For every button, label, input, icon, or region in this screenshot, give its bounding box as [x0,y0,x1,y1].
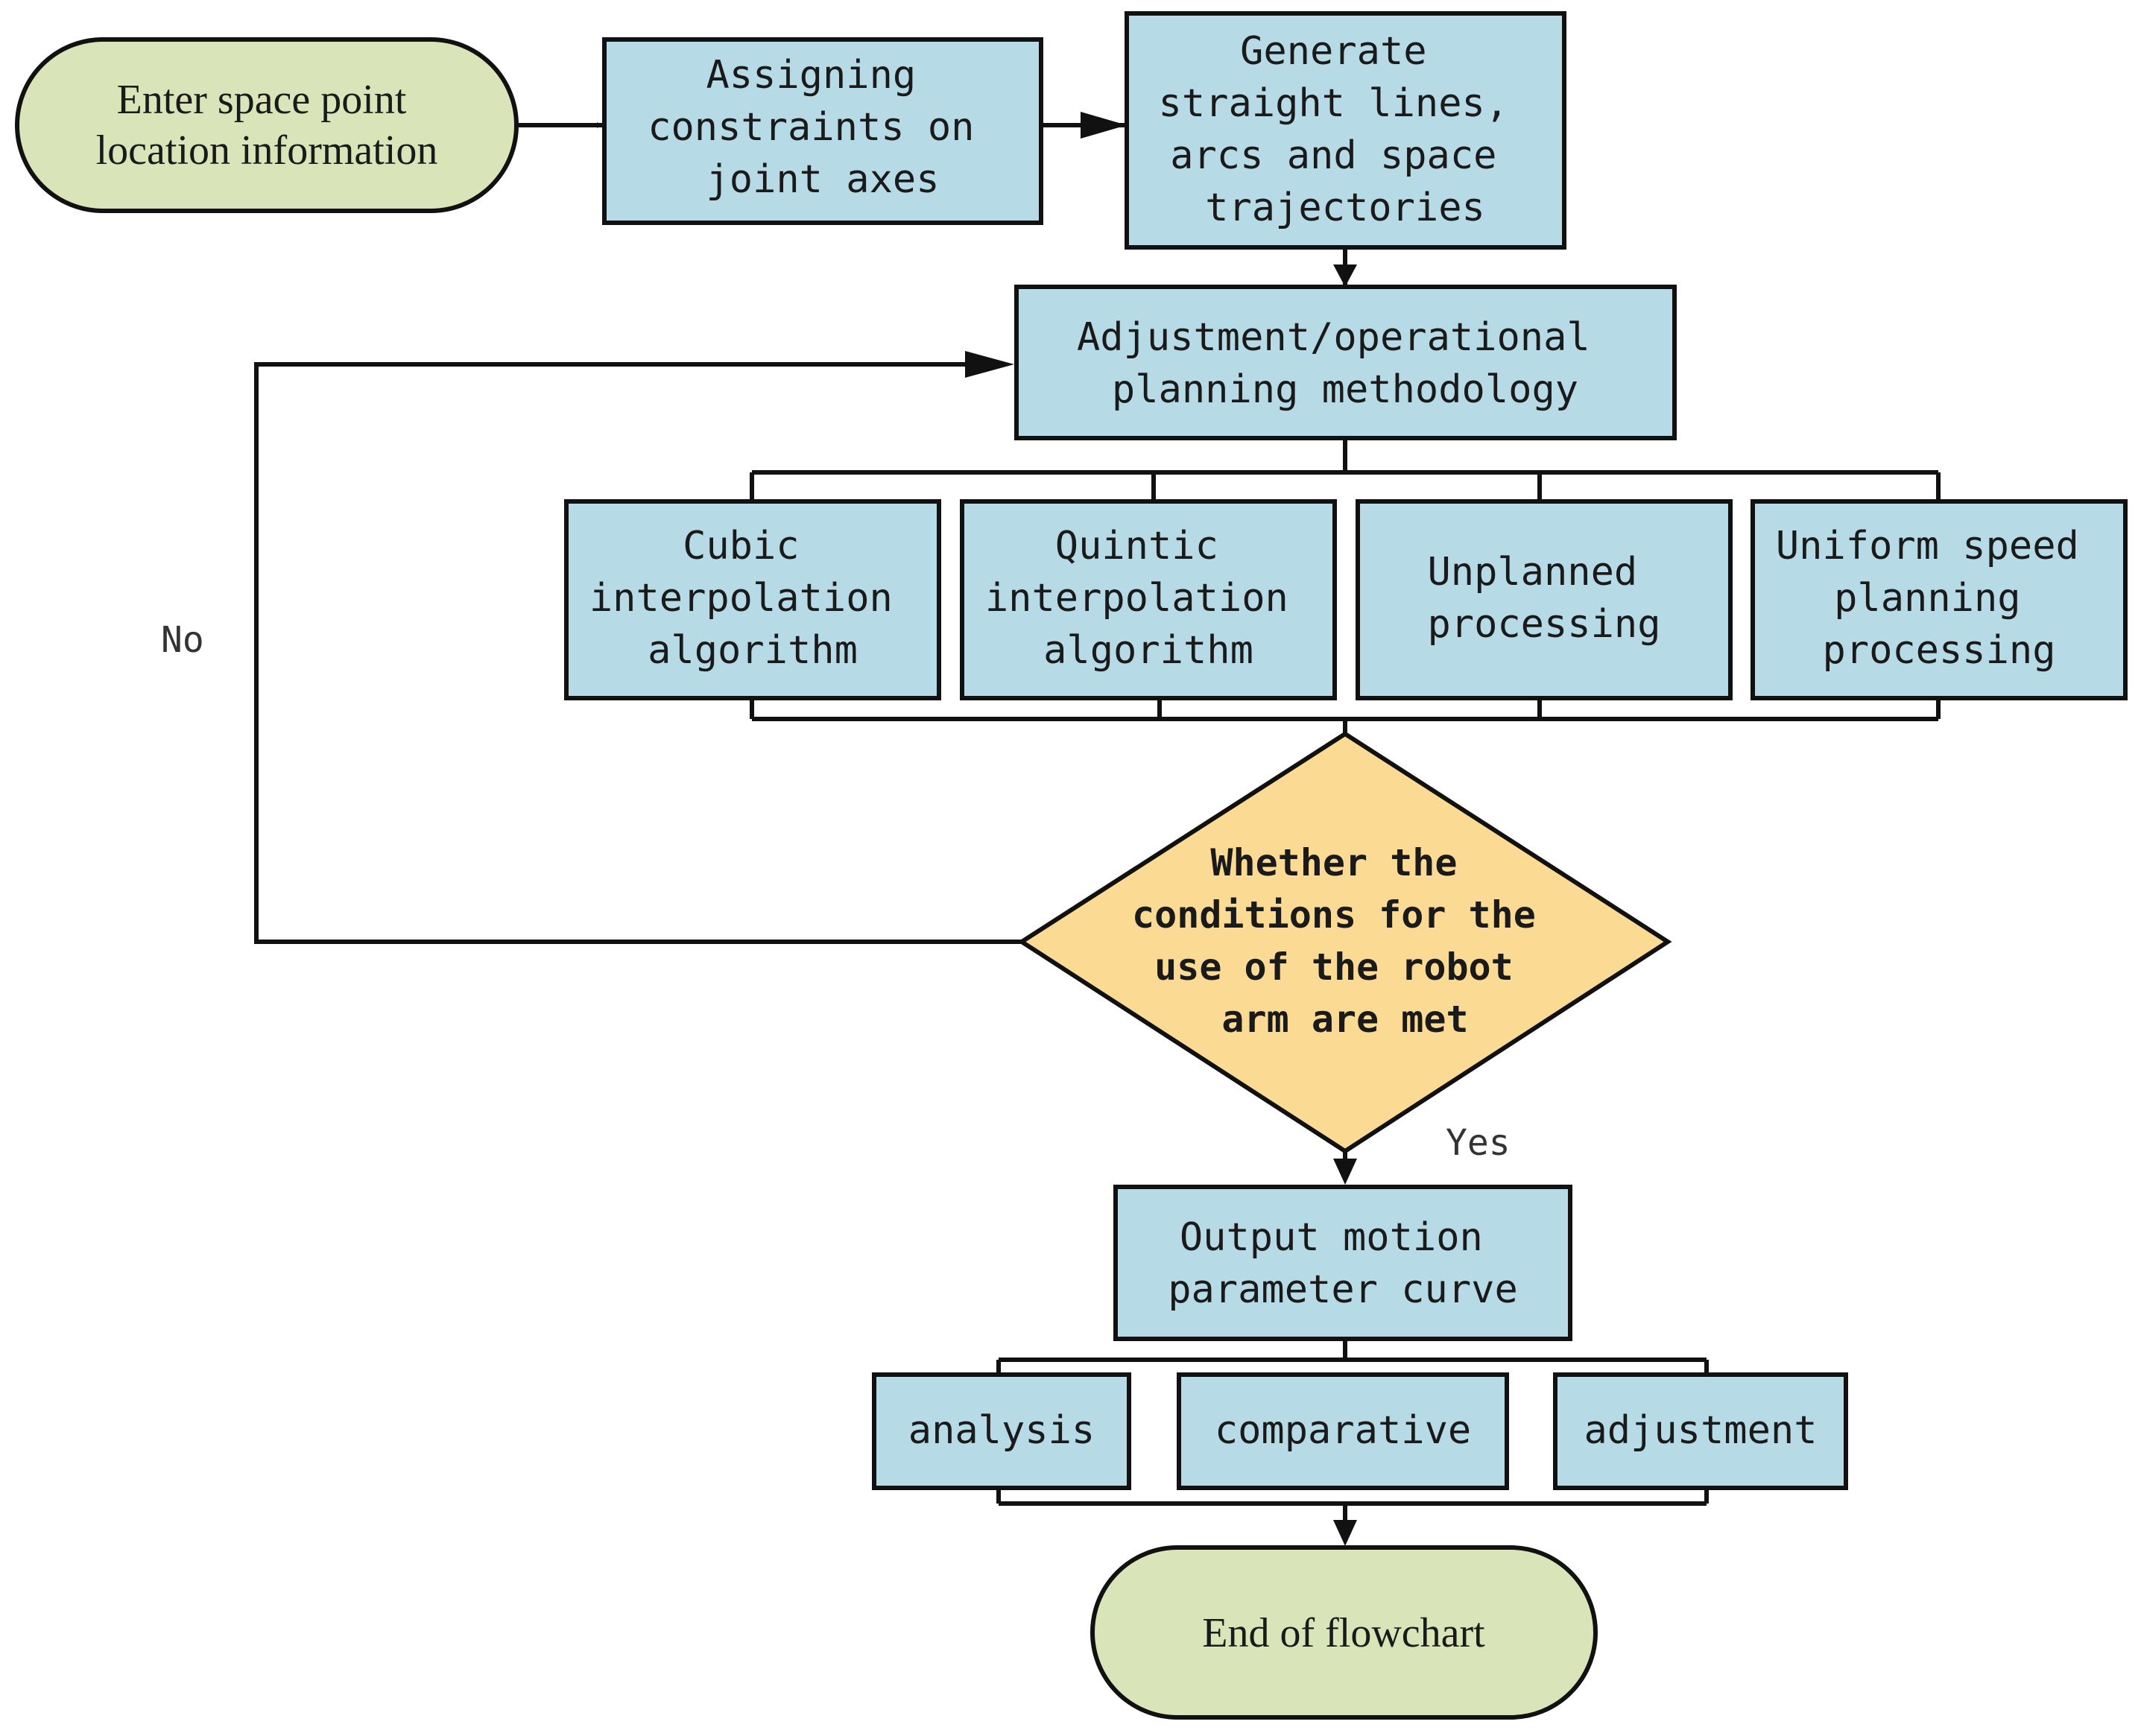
results-bottom-bus [996,1488,1709,1506]
arrowhead-output [1333,1159,1357,1185]
output-line-2: parameter curve [1168,1267,1518,1312]
start-line-1: Enter space point [117,77,407,123]
results-top-bus [996,1358,1709,1375]
adjustment-box: adjustment [1553,1372,1848,1490]
bottom-bus [750,698,1941,721]
end-terminal: End of flowchart [1090,1545,1598,1720]
decision-line-2: conditions for the [1132,893,1536,937]
generate-line-4: trajectories [1205,186,1485,230]
arrowhead-adjust [1333,264,1357,287]
cubic-box: Cubic interpolation algorithm [564,499,941,700]
start-line-2: location information [96,127,438,174]
svg-text:Quintic interpolation: Quintic interpolation algorithm [985,524,1312,673]
comparative-box: comparative [1177,1372,1509,1490]
label-no: No [161,619,204,661]
start-terminal: Enter space point location information [15,37,519,213]
svg-text:Generate straight lines,: Generate straight lines, arcs and space … [1159,29,1532,230]
svg-text:Uniform speed planning: Uniform speed planning processing [1776,524,2102,673]
cubic-line-2: interpolation [589,576,893,621]
generate-line-1: Generate [1240,29,1426,74]
uniform-box: Uniform speed planning processing [1751,499,2128,700]
adjustment-label: adjustment [1584,1408,1817,1453]
assign-box: Assigning constraints on joint axes [602,37,1043,225]
svg-text:Cubic interpolation: Cubic interpolation algorithm [589,524,916,673]
adjust-box: Adjustment/operational planning methodol… [1014,285,1677,440]
assign-line-3: joint axes [706,157,939,202]
uniform-line-1: Uniform speed [1776,524,2079,568]
svg-text:Adjustment/operational p: Adjustment/operational planning methodol… [1077,315,1613,412]
adjust-line-2: planning methodology [1112,367,1578,412]
decision-line-4: arm are met [1221,998,1468,1041]
end-label: End of flowchart [1202,1610,1485,1656]
unplanned-box: Unplanned processing [1356,499,1733,700]
uniform-line-2: planning [1834,576,2020,621]
uniform-line-3: processing [1822,628,2055,673]
quintic-line-2: interpolation [985,576,1288,621]
generate-box: Generate straight lines, arcs and space … [1125,11,1566,250]
arrowhead-end [1333,1520,1357,1546]
svg-text:End of flowchart: End of flowchart [1202,1610,1485,1656]
cubic-line-3: algorithm [648,628,858,673]
output-box: Output motion parameter curve [1113,1185,1572,1341]
comparative-label: comparative [1215,1408,1471,1453]
output-line-1: Output motion [1180,1215,1483,1260]
generate-line-3: arcs and space [1170,133,1496,178]
decision-line-3: use of the robot [1154,945,1514,989]
connectors [254,122,1941,1535]
quintic-line-1: Quintic [1055,524,1218,568]
edge-decision-no-loop [254,362,1022,944]
arrowhead-generate [1081,112,1127,139]
svg-text:comparative: comparative [1215,1408,1471,1453]
decision-line-1: Whether the [1210,841,1457,884]
quintic-box: Quintic interpolation algorithm [960,499,1337,700]
svg-text:Enter space point locati: Enter space point location information [96,77,438,174]
top-bus [750,470,1941,501]
svg-text:Output motion parameter: Output motion parameter curve [1168,1215,1518,1312]
assign-line-2: constraints on [648,105,974,150]
label-yes: Yes [1446,1122,1511,1164]
svg-text:Whether the conditions f: Whether the conditions for the use of th… [1132,841,1558,1041]
unplanned-line-1: Unplanned [1427,550,1637,595]
svg-text:Unplanned processing: Unplanned processing [1427,550,1660,647]
unplanned-line-2: processing [1427,602,1660,647]
svg-text:Assigning constraints on: Assigning constraints on joint axes [648,53,998,202]
generate-line-2: straight lines, [1159,81,1509,126]
adjust-line-1: Adjustment/operational [1077,315,1590,360]
quintic-line-3: algorithm [1043,628,1253,673]
assign-line-1: Assigning [706,53,916,98]
svg-text:adjustment: adjustment [1584,1408,1817,1453]
decision-diamond: Whether the conditions for the use of th… [1017,731,1672,1154]
arrowhead-no-loop [965,351,1014,378]
analysis-box: analysis [872,1372,1131,1490]
analysis-label: analysis [908,1408,1095,1453]
cubic-line-1: Cubic [683,524,800,568]
svg-text:analysis: analysis [908,1408,1095,1453]
